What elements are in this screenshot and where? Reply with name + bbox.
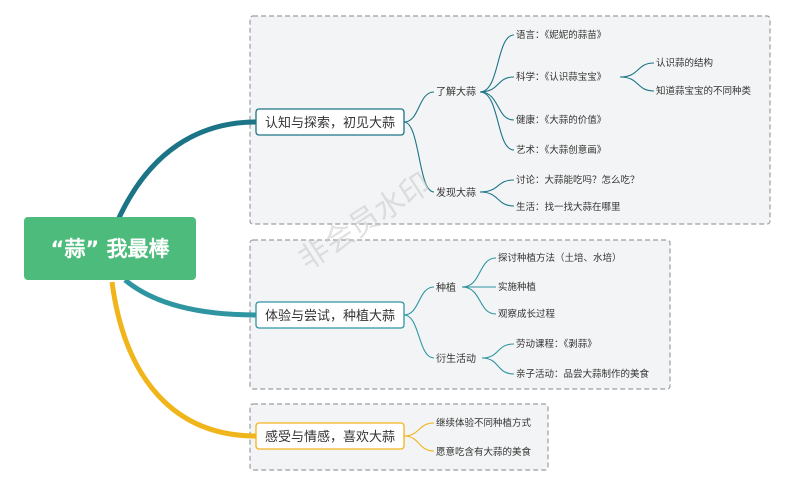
connector-branch-3-sub-2 (403, 435, 435, 452)
root-node[interactable]: “蒜” 我最棒 (24, 217, 196, 280)
leaf-science-structure[interactable]: 认识蒜的结构 (656, 57, 713, 69)
leaf-labor-course[interactable]: 劳动课程：《剥蒜》 (516, 338, 597, 350)
leaf-science[interactable]: 科学：《认识蒜宝宝》 (516, 71, 606, 83)
leaf-discussion[interactable]: 讨论：大蒜能吃吗？怎么吃？ (516, 174, 640, 186)
branch-node-feeling[interactable]: 感受与情感，喜欢大蒜 (255, 422, 405, 450)
leaf-do-planting[interactable]: 实施种植 (498, 281, 537, 293)
branch-node-experience-box[interactable] (255, 301, 405, 329)
connector-sub-1-1-leaf-1 (479, 34, 515, 93)
leaf-science-types[interactable]: 知道蒜宝宝的不同种类 (656, 85, 752, 97)
branch-node-experience[interactable]: 体验与尝试，种植大蒜 (255, 301, 405, 329)
leaf-planting-methods[interactable]: 探讨种植方法（土培、水培） (498, 252, 622, 264)
connector-sub-2-2-leaf-2 (481, 357, 515, 375)
connector-science-leaf-1 (619, 62, 655, 78)
leaf-health[interactable]: 健康：《大蒜的价值》 (516, 114, 606, 126)
connector-root-branch-3 (109, 281, 257, 439)
branch-node-feeling-box[interactable] (255, 422, 405, 450)
leaf-art[interactable]: 艺术：《大蒜创意画》 (516, 144, 606, 156)
connector-branch-2-sub-2 (403, 314, 435, 359)
leaf-parent-child[interactable]: 亲子活动：品尝大蒜制作的美食 (516, 368, 650, 380)
sub-node-planting[interactable]: 种植 (436, 281, 456, 294)
branch-node-experience-label: 体验与尝试，种植大蒜 (265, 308, 395, 324)
connector-sub-1-2-leaf-2 (479, 191, 515, 207)
connector-branch-1-sub-1 (403, 91, 435, 123)
connector-sub-2-2-leaf-1 (481, 343, 515, 359)
branch-node-cognition[interactable]: 认知与探索，初见大蒜 (255, 108, 405, 136)
leaf-willing-to-eat[interactable]: 愿意吃含有大蒜的美食 (436, 446, 532, 458)
branch-node-cognition-label: 认知与探索，初见大蒜 (265, 115, 395, 131)
connector-sub-1-2-leaf-1 (479, 179, 515, 193)
connector-sub-1-1-leaf-2 (479, 76, 515, 93)
branch-node-cognition-box[interactable] (255, 108, 405, 136)
sub-node-discover-garlic[interactable]: 发现大蒜 (436, 186, 476, 199)
root-node-label: “蒜” 我最棒 (51, 237, 171, 261)
leaf-language[interactable]: 语言：《妮妮的蒜苗》 (516, 29, 606, 41)
connector-sub-1-1-leaf-4 (479, 91, 515, 151)
connector-branch-3-sub-1 (403, 422, 435, 437)
connector-sub-2-1-leaf-3 (461, 286, 497, 315)
root-node-box[interactable] (24, 217, 196, 280)
leaf-continue-planting[interactable]: 继续体验不同种植方式 (436, 417, 532, 429)
connector-branch-2-sub-1 (403, 286, 435, 316)
connector-science-leaf-2 (619, 76, 655, 92)
leaf-life[interactable]: 生活：找一找大蒜在哪里 (516, 201, 621, 213)
branch-node-feeling-label: 感受与情感，喜欢大蒜 (265, 429, 395, 445)
connector-sub-2-1-leaf-1 (461, 257, 497, 288)
leaf-observe-growth[interactable]: 观察成长过程 (498, 308, 556, 320)
sub-node-understand-garlic[interactable]: 了解大蒜 (436, 85, 476, 98)
connector-root-branch-2 (123, 278, 257, 318)
connector-root-branch-1 (115, 119, 257, 222)
connector-branch-1-sub-2 (403, 121, 435, 193)
connector-lines (109, 34, 655, 452)
sub-node-derived-activities[interactable]: 衍生活动 (436, 352, 476, 365)
